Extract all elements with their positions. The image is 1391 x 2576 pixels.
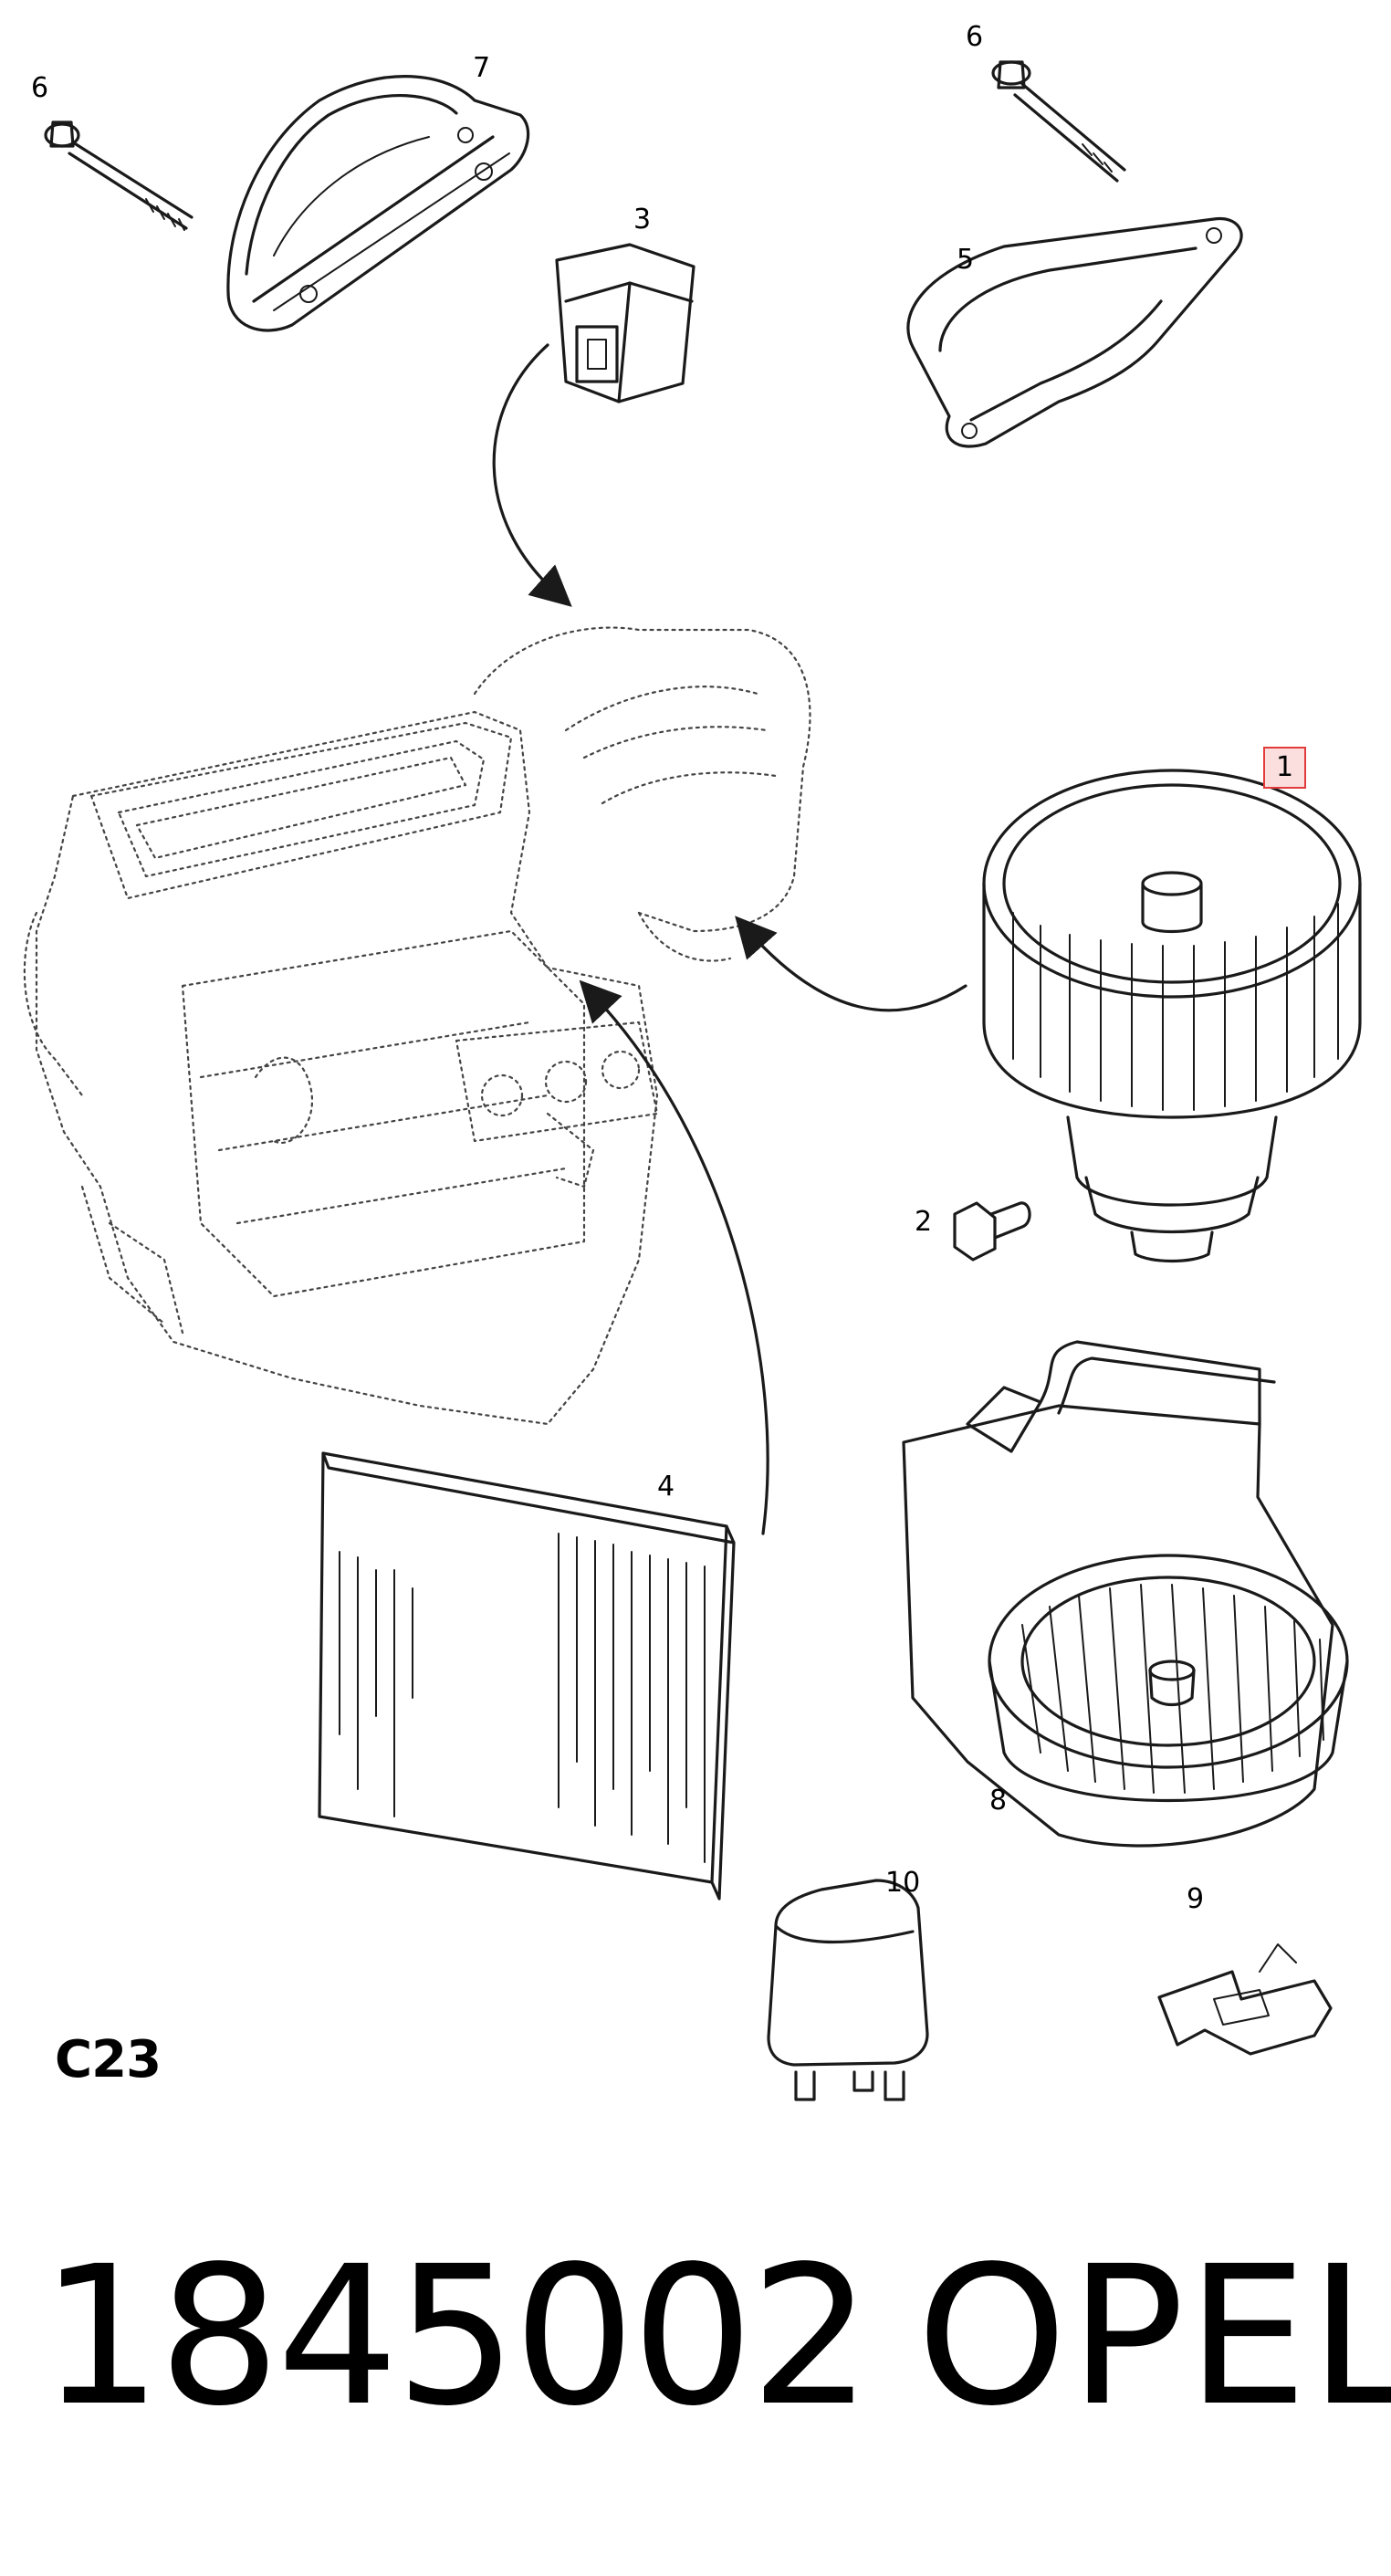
callout-6-left: 6 xyxy=(31,72,49,104)
callout-2: 2 xyxy=(915,1206,933,1238)
callout-3: 3 xyxy=(633,204,652,236)
relay-part-10 xyxy=(767,1879,929,2101)
parts-diagram xyxy=(23,60,1362,2101)
bolt-part-2 xyxy=(953,1201,1031,1262)
cover-part-7 xyxy=(226,75,530,332)
screw-right-part-6 xyxy=(991,60,1126,183)
callout-1-highlighted[interactable]: 1 xyxy=(1263,747,1307,789)
blower-motor-part-1 xyxy=(982,769,1362,1263)
callout-6-right: 6 xyxy=(966,21,984,53)
diagram-code: C23 xyxy=(55,2030,162,2089)
connector-part-3 xyxy=(555,243,696,403)
screw-left-part-6 xyxy=(44,120,193,231)
callout-8: 8 xyxy=(989,1785,1008,1817)
callout-9: 9 xyxy=(1187,1883,1205,1915)
callout-5: 5 xyxy=(957,244,975,276)
filter-part-4 xyxy=(318,1451,736,1901)
brand-name: OPEL xyxy=(916,2225,1391,2448)
gasket-part-5 xyxy=(906,216,1243,448)
footer: 1845002 OPEL xyxy=(0,2241,1391,2478)
blower-assembly-part-8 xyxy=(902,1340,1349,1848)
clip-part-9 xyxy=(1157,1943,1333,2056)
callout-4: 4 xyxy=(657,1471,675,1503)
heater-housing xyxy=(23,626,811,1426)
callout-10: 10 xyxy=(885,1867,921,1899)
part-number: 1845002 xyxy=(40,2225,872,2448)
callout-7: 7 xyxy=(473,52,491,84)
